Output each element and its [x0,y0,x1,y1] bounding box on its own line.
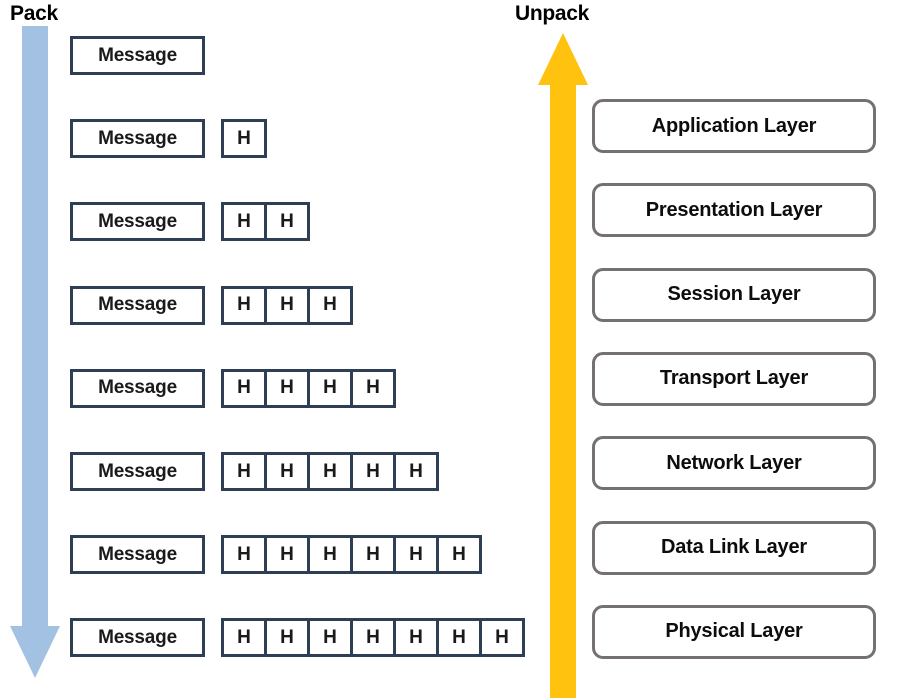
header-box: H [393,618,439,658]
pack-down-arrow-icon [10,26,60,678]
header-box: H [221,119,267,159]
header-box: H [221,202,267,242]
osi-layer-network-layer[interactable]: Network Layer [592,436,876,491]
osi-layer-application-layer[interactable]: Application Layer [592,99,876,153]
header-box: H [264,618,310,658]
header-box: H [264,285,310,325]
message-box: Message [70,452,205,491]
pack-title: Pack [10,2,58,25]
header-box: H [221,285,267,325]
osi-layer-transport-layer[interactable]: Transport Layer [592,351,876,406]
header-box: H [264,535,310,575]
header-box: H [350,452,396,491]
osi-layer-data-link-layer[interactable]: Data Link Layer [592,520,876,575]
header-box: H [307,618,353,658]
pack-row: Message H [70,119,267,159]
header-box: H [393,535,439,575]
osi-layer-presentation-layer[interactable]: Presentation Layer [592,183,876,238]
header-group: H [221,119,267,159]
header-box: H [221,452,267,491]
header-box: H [221,368,267,408]
header-box: H [264,202,310,242]
header-box: H [307,368,353,408]
unpack-title: Unpack [515,2,590,25]
header-box: H [350,618,396,658]
osi-layer-physical-layer[interactable]: Physical Layer [592,604,876,659]
header-box: H [350,368,396,408]
message-box: Message [70,368,205,408]
message-box: Message [70,202,205,242]
header-box: H [221,535,267,575]
message-box: Message [70,285,205,325]
header-box: H [264,368,310,408]
header-box: H [436,618,482,658]
header-box: H [307,452,353,491]
header-box: H [350,535,396,575]
unpack-up-arrow-icon [538,33,588,698]
header-box: H [479,618,525,658]
message-box: Message [70,36,205,75]
header-box: H [307,285,353,325]
header-box: H [307,535,353,575]
message-box: Message [70,535,205,575]
header-box: H [436,535,482,575]
header-box: H [393,452,439,491]
osi-layer-session-layer[interactable]: Session Layer [592,267,876,322]
message-box: Message [70,119,205,159]
pack-row: Message [70,36,205,75]
header-box: H [221,618,267,658]
header-box: H [264,452,310,491]
message-box: Message [70,618,205,658]
